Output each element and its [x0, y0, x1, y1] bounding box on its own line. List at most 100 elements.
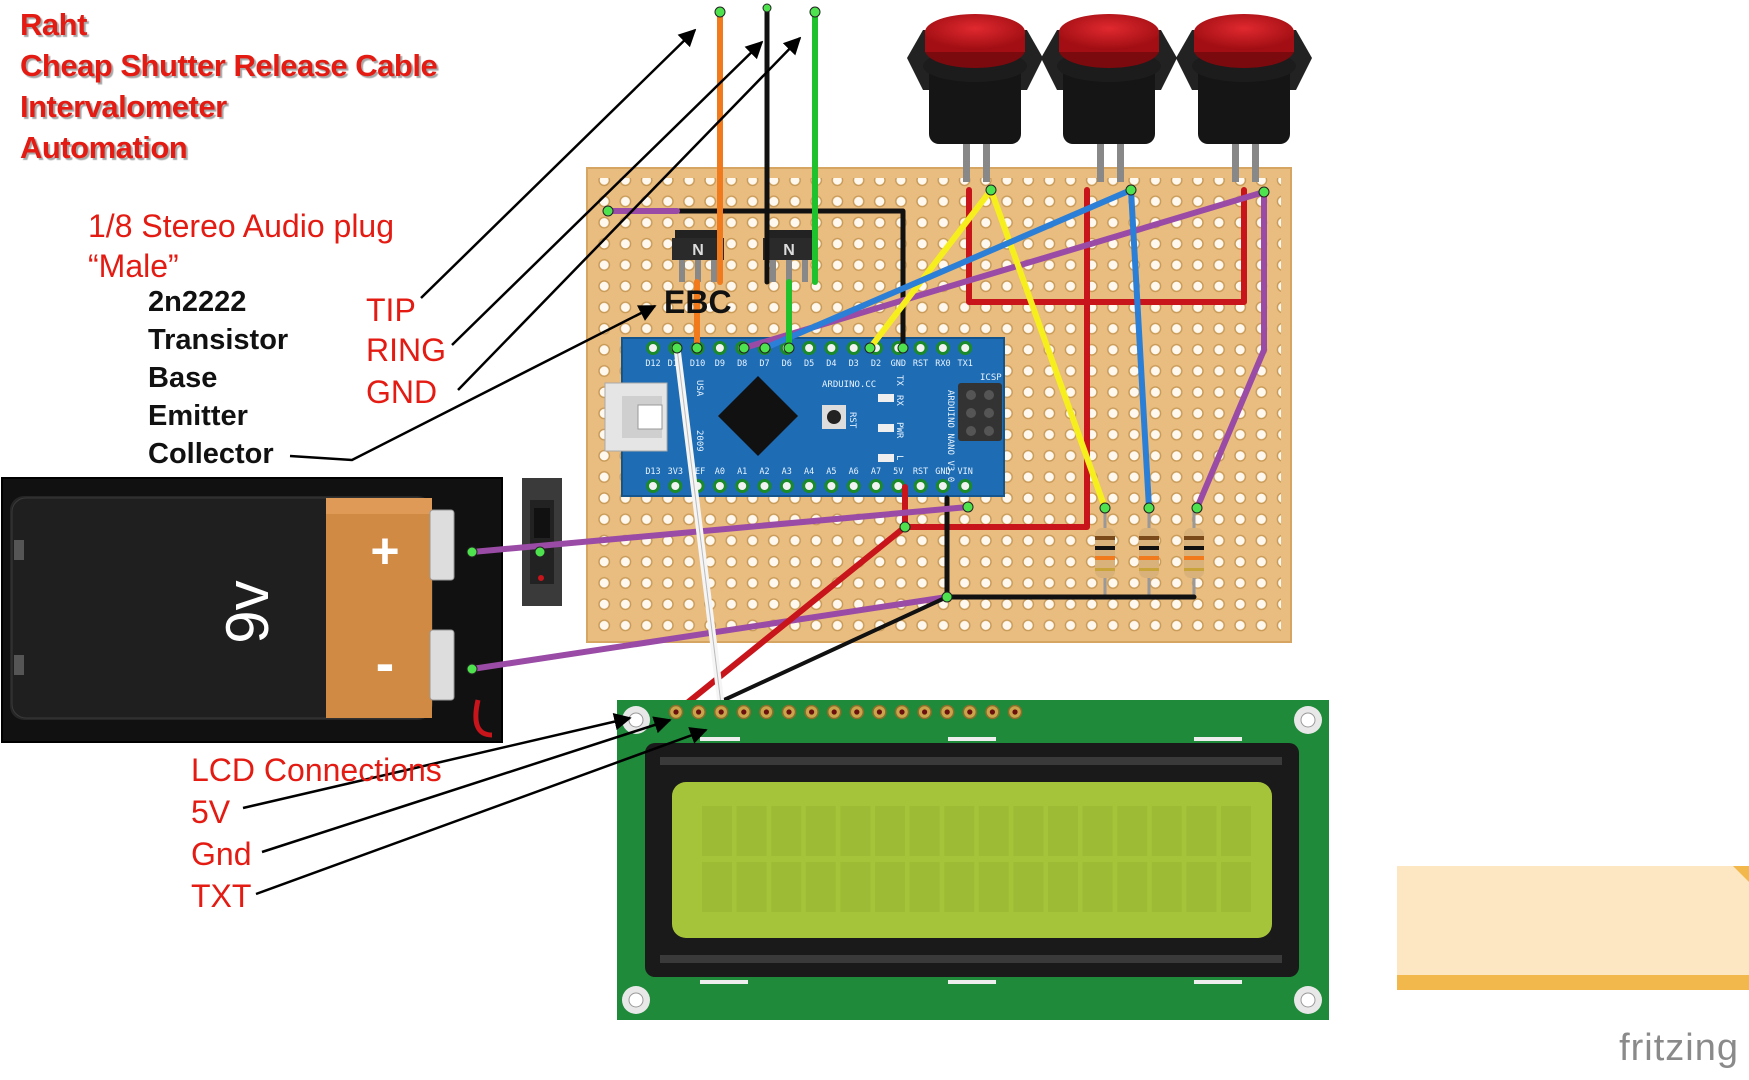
title-line-2: Cheap Shutter Release Cable	[20, 48, 438, 83]
arduino-led-tx: TX	[894, 375, 904, 386]
arduino-top-pin	[913, 341, 928, 355]
lcd-display	[617, 700, 1329, 1020]
resistor-2	[1139, 508, 1159, 598]
title-line-1: Raht	[20, 7, 87, 42]
transistor-type: Transistor	[148, 324, 289, 356]
lcd-pin-hole	[809, 709, 815, 715]
lcd-pin-hole	[741, 709, 747, 715]
lcd-cell	[1186, 862, 1217, 912]
lcd-cell	[805, 862, 836, 912]
lcd-pin-hole	[673, 709, 679, 715]
title-block: Raht Cheap Shutter Release Cable Interva…	[20, 4, 438, 168]
lcd-cell	[702, 806, 732, 856]
lcd-cell	[1117, 806, 1148, 856]
arduino-top-pin-label: D3	[849, 359, 859, 369]
arduino-bottom-pin	[935, 479, 950, 493]
arduino-top-pin-label: TX1	[958, 359, 973, 369]
lcd-cell	[736, 862, 767, 912]
arduino-bottom-pin	[869, 479, 883, 493]
arduino-bottom-pin	[824, 479, 839, 493]
arduino-bottom-pin	[668, 479, 683, 493]
lcd-pin-hole	[854, 709, 860, 715]
lcd-pin-hole	[967, 709, 973, 715]
lcd-pin-hole	[831, 709, 837, 715]
transistor-2-marking: N	[783, 242, 795, 259]
arduino-top-pin-label: D5	[804, 359, 814, 369]
arduino-top-pin-label: D8	[737, 359, 747, 369]
arduino-bottom-pin	[735, 479, 750, 493]
battery-minus-sign: -	[376, 631, 395, 694]
arduino-top-pin	[846, 341, 861, 355]
arduino-top-pin-label: D9	[715, 359, 725, 369]
lcd-cell	[840, 806, 871, 856]
lcd-cell	[736, 806, 767, 856]
arduino-bottom-pin	[958, 479, 973, 493]
lcd-cell	[1221, 806, 1251, 856]
lcd-pin-hole	[876, 709, 883, 715]
arduino-top-pin-label: D6	[782, 359, 792, 369]
lcd-character-grid	[702, 806, 1251, 912]
lcd-5v-label: 5V	[191, 794, 231, 830]
lcd-cell	[1048, 862, 1078, 912]
lcd-cell	[978, 862, 1009, 912]
lcd-pin-hole	[899, 709, 905, 715]
arduino-bottom-pin-label: A6	[849, 467, 859, 477]
arduino-year: 2009	[694, 430, 704, 452]
arduino-top-pin-label: GND	[891, 359, 906, 369]
arduino-bottom-pin-label: D13	[645, 467, 660, 477]
arduino-bottom-pin	[913, 479, 928, 493]
lcd-cell	[875, 862, 905, 912]
lcd-pin-header	[668, 704, 1023, 720]
plug-ring-label: RING	[366, 332, 446, 368]
arduino-bottom-pin-label: A4	[804, 467, 814, 477]
lcd-cell	[702, 862, 732, 912]
arduino-bottom-pin-label: A2	[759, 467, 769, 477]
arduino-led-pwr: PWR	[894, 422, 904, 439]
lcd-pin-hole	[763, 709, 770, 715]
lcd-cell	[771, 862, 802, 912]
lcd-cell	[875, 806, 905, 856]
arduino-bottom-pin	[712, 479, 727, 493]
battery-voltage: 9v	[214, 580, 281, 643]
lcd-cell	[1013, 806, 1044, 856]
arduino-top-pin	[958, 341, 973, 355]
lcd-cell	[909, 862, 940, 912]
plug-gnd-label: GND	[366, 374, 438, 410]
arduino-bottom-pin-label: A1	[737, 467, 747, 477]
arduino-nano: ARDUINO.CC ARDUINO NANO V3.0 2009 USA IC…	[604, 337, 1005, 497]
lcd-cell	[1117, 862, 1148, 912]
transistor-base: Base	[148, 362, 218, 394]
arduino-icsp: ICSP	[980, 373, 1002, 383]
arduino-bottom-pin-label: 5V	[893, 467, 903, 477]
arduino-bottom-pin	[779, 479, 794, 493]
lcd-cell	[944, 862, 975, 912]
title-line-4: Automation	[20, 130, 188, 165]
resistor-1	[1095, 508, 1115, 598]
arduino-bottom-pin	[802, 479, 817, 493]
lcd-cell	[1013, 862, 1044, 912]
arduino-bottom-pin-label: A0	[715, 467, 725, 477]
lcd-cell	[771, 806, 802, 856]
push-button-2[interactable]	[1041, 14, 1177, 182]
arduino-top-pin	[712, 341, 727, 355]
push-button-3[interactable]	[1176, 14, 1312, 182]
arduino-model: ARDUINO NANO V3.0	[945, 390, 955, 482]
lcd-cell	[840, 862, 871, 912]
arduino-top-pin-label: D7	[759, 359, 769, 369]
plug-tip-label: TIP	[366, 292, 416, 328]
arduino-top-pin	[802, 341, 817, 355]
lcd-pin-hole	[989, 709, 996, 715]
arduino-usa: USA	[694, 380, 704, 397]
slide-switch[interactable]	[522, 478, 562, 606]
lcd-cell	[944, 806, 975, 856]
resistor-3	[1184, 508, 1204, 598]
lcd-pin-hole	[786, 709, 792, 715]
arduino-rst: RST	[847, 412, 857, 429]
push-button-1[interactable]	[907, 14, 1043, 182]
lcd-txt-label: TXT	[191, 878, 252, 914]
arduino-led-rx: RX	[894, 395, 904, 406]
lcd-cell	[1082, 862, 1113, 912]
plug-label-2: “Male”	[88, 248, 179, 284]
